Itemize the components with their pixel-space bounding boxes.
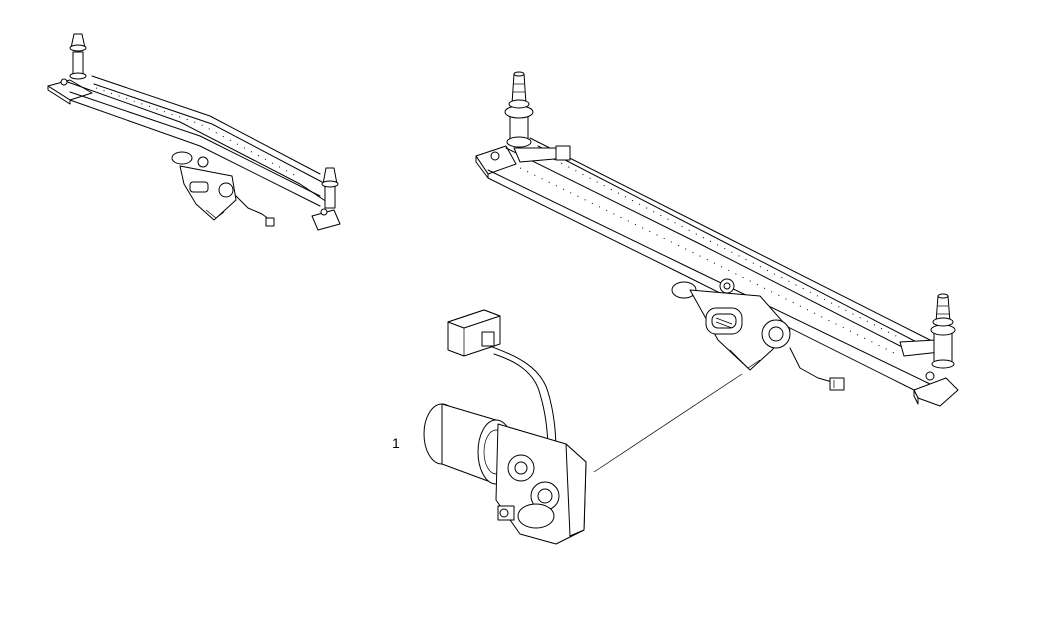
callout-label-1: 1 xyxy=(392,435,400,451)
large-wiper-linkage xyxy=(475,71,959,407)
wiper-motor-part-1 xyxy=(423,309,587,545)
small-wiper-linkage xyxy=(47,33,341,231)
leader-line xyxy=(593,373,743,473)
